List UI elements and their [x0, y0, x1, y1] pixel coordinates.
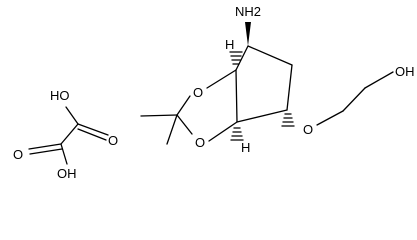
bond-cme2-o-lower: [176, 114, 193, 135]
bond-c2-o-double-a: [28, 143, 62, 150]
ring-oxygen-lower-label: O: [195, 135, 205, 150]
bond-o-upper-cme2: [176, 95, 191, 116]
bond-c5-o-upper: [206, 69, 237, 89]
bond-c1-o-double-b: [77, 128, 107, 141]
oxalic-carbonyl-upper-label: O: [108, 133, 118, 148]
terminal-hydroxyl-label: OH: [395, 64, 415, 79]
structure-svg: NH2 O O O OH H H HO O O OH: [13, 4, 415, 181]
bond-c1-c2: [247, 45, 293, 66]
oxalic-hydroxyl-upper-label: HO: [50, 88, 70, 103]
bond-o-ch2: [316, 110, 344, 126]
amine-label: NH2: [235, 4, 261, 19]
hashed-bond-ether: [281, 113, 295, 127]
ring-oxygen-upper-label: O: [193, 85, 203, 100]
bond-methyl-1: [140, 114, 178, 117]
bond-ch2-ch2: [342, 87, 366, 112]
stereo-h-upper-label: H: [225, 37, 234, 52]
bond-c1-o-double-a: [77, 123, 109, 136]
oxalic-acid-molecule: HO O O OH: [13, 88, 118, 181]
bond-o-lower-c4: [208, 121, 238, 142]
bond-c2-c3: [286, 64, 293, 111]
bond-ho-c1: [65, 106, 79, 125]
oxalic-carbonyl-lower-label: O: [13, 147, 23, 162]
oxalic-hydroxyl-lower-label: OH: [57, 166, 77, 181]
bond-c4-c5: [235, 69, 238, 123]
bond-ch2-oh: [364, 71, 394, 89]
hashed-bond-h-lower: [230, 127, 244, 141]
bond-c3-c4: [236, 109, 288, 123]
bond-c1-c2: [60, 123, 79, 145]
stereo-h-lower-label: H: [241, 140, 250, 155]
bond-methyl-2: [166, 114, 178, 145]
ether-oxygen-label: O: [303, 122, 313, 137]
cyclopentane-dioxolane-molecule: NH2 O O O OH H H: [140, 4, 415, 155]
chemical-structure-drawing: NH2 O O O OH H H HO O O OH: [13, 4, 415, 181]
bond-c5-c1: [235, 45, 249, 71]
hashed-bond-h-upper: [229, 51, 243, 65]
wedge-bond-amine: [245, 22, 251, 46]
bond-c2-o-double-b: [29, 148, 63, 155]
bond-c2-oh: [60, 143, 68, 165]
